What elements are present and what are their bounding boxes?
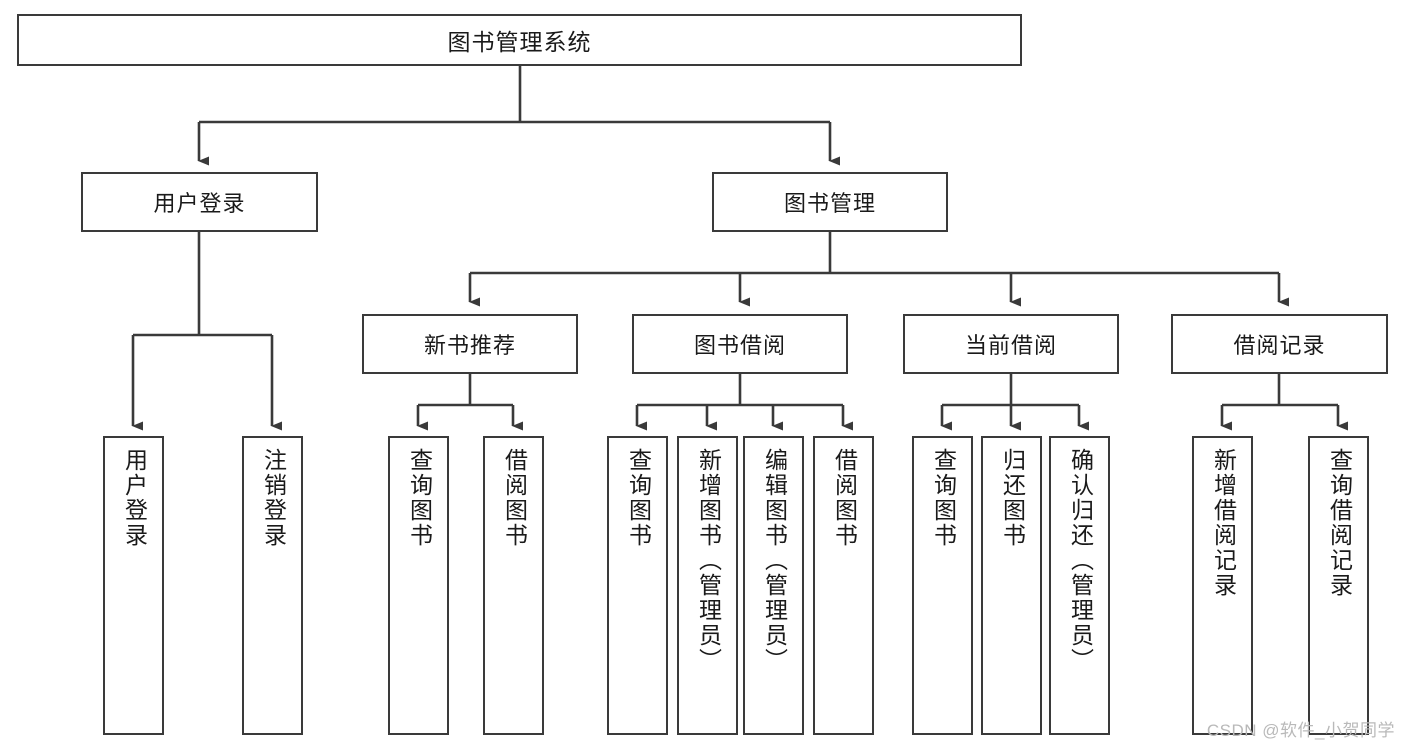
leaf-new-book-borrow[interactable]: 借阅图书 bbox=[483, 436, 544, 735]
leaf-current-borrow-return[interactable]: 归还图书 bbox=[981, 436, 1042, 735]
node-label: 编辑图书（管理员） bbox=[761, 448, 788, 673]
node-label: 借阅图书 bbox=[831, 448, 858, 548]
leaf-current-borrow-confirm-return[interactable]: 确认归还（管理员） bbox=[1049, 436, 1110, 735]
leaf-user-login-logout[interactable]: 注销登录 bbox=[242, 436, 303, 735]
node-label: 查询图书 bbox=[625, 448, 652, 548]
node-book-borrow[interactable]: 图书借阅 bbox=[632, 314, 848, 374]
node-label: 归还图书 bbox=[999, 448, 1026, 548]
node-book-management[interactable]: 图书管理 bbox=[712, 172, 948, 232]
node-label: 新增图书（管理员） bbox=[695, 448, 722, 673]
node-label: 当前借阅 bbox=[964, 333, 1057, 358]
node-label: 借阅记录 bbox=[1233, 333, 1326, 358]
node-label: 图书借阅 bbox=[693, 333, 786, 358]
node-current-borrow[interactable]: 当前借阅 bbox=[903, 314, 1119, 374]
leaf-book-borrow-add[interactable]: 新增图书（管理员） bbox=[677, 436, 738, 735]
leaf-new-book-query[interactable]: 查询图书 bbox=[388, 436, 449, 735]
leaf-borrow-record-query[interactable]: 查询借阅记录 bbox=[1308, 436, 1369, 735]
node-root-system[interactable]: 图书管理系统 bbox=[17, 14, 1022, 66]
node-label: 图书管理系统 bbox=[447, 29, 592, 55]
leaf-current-borrow-query[interactable]: 查询图书 bbox=[912, 436, 973, 735]
node-label: 查询图书 bbox=[406, 448, 433, 548]
node-label: 新书推荐 bbox=[423, 333, 516, 358]
node-label: 确认归还（管理员） bbox=[1067, 448, 1094, 673]
node-new-book-recommend[interactable]: 新书推荐 bbox=[362, 314, 578, 374]
node-label: 查询图书 bbox=[930, 448, 957, 548]
node-label: 用户登录 bbox=[121, 448, 148, 548]
leaf-user-login-login[interactable]: 用户登录 bbox=[103, 436, 164, 735]
leaf-book-borrow-edit[interactable]: 编辑图书（管理员） bbox=[743, 436, 804, 735]
node-label: 借阅图书 bbox=[501, 448, 528, 548]
leaf-borrow-record-add[interactable]: 新增借阅记录 bbox=[1192, 436, 1253, 735]
node-label: 图书管理 bbox=[783, 191, 876, 216]
node-label: 新增借阅记录 bbox=[1210, 448, 1237, 598]
node-label: 注销登录 bbox=[260, 448, 287, 548]
leaf-book-borrow-query[interactable]: 查询图书 bbox=[607, 436, 668, 735]
node-user-login[interactable]: 用户登录 bbox=[81, 172, 318, 232]
node-borrow-record[interactable]: 借阅记录 bbox=[1171, 314, 1388, 374]
node-label: 用户登录 bbox=[153, 191, 246, 216]
leaf-book-borrow-borrow[interactable]: 借阅图书 bbox=[813, 436, 874, 735]
node-label: 查询借阅记录 bbox=[1326, 448, 1353, 598]
